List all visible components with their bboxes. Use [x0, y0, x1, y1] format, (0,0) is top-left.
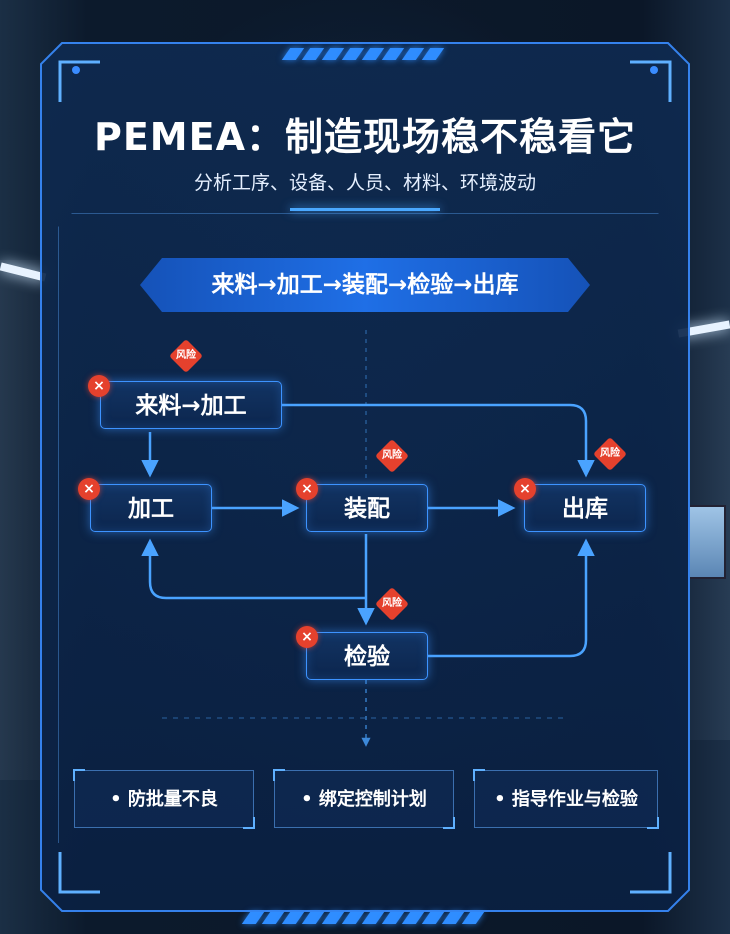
diagram-frame: [58, 213, 672, 843]
node-process: 加工: [90, 484, 212, 532]
page-title: PEMEA：制造现场稳不稳看它: [94, 115, 636, 159]
error-icon: ×: [296, 478, 318, 500]
error-icon: ×: [514, 478, 536, 500]
risk-tag-inspection: 风险: [374, 586, 410, 622]
error-icon: ×: [78, 478, 100, 500]
action-prevent-batch-defects[interactable]: • 防批量不良: [73, 769, 255, 829]
node-inspection: 检验: [306, 632, 428, 680]
node-shipping: 出库: [524, 484, 646, 532]
process-banner: 来料→加工→装配→检验→出库: [211, 272, 519, 298]
action-guide-work-inspection[interactable]: • 指导作业与检验: [473, 769, 659, 829]
node-assembly: 装配: [306, 484, 428, 532]
top-stripe-decoration: [281, 48, 445, 60]
page-subtitle: 分析工序、设备、人员、材料、环境波动: [193, 172, 536, 194]
process-banner-bg: [140, 258, 590, 312]
action-bind-control-plan[interactable]: • 绑定控制计划: [273, 769, 455, 829]
bottom-stripe-decoration: [241, 912, 485, 924]
monitor-right: [686, 505, 726, 579]
error-icon: ×: [296, 626, 318, 648]
risk-tag-shipping: 风险: [592, 436, 628, 472]
error-icon: ×: [88, 375, 110, 397]
risk-tag-assembly: 风险: [374, 438, 410, 474]
risk-tag-incoming: 风险: [168, 338, 204, 374]
node-incoming-process: 来料→加工: [100, 381, 282, 429]
title-underline: [290, 208, 440, 211]
